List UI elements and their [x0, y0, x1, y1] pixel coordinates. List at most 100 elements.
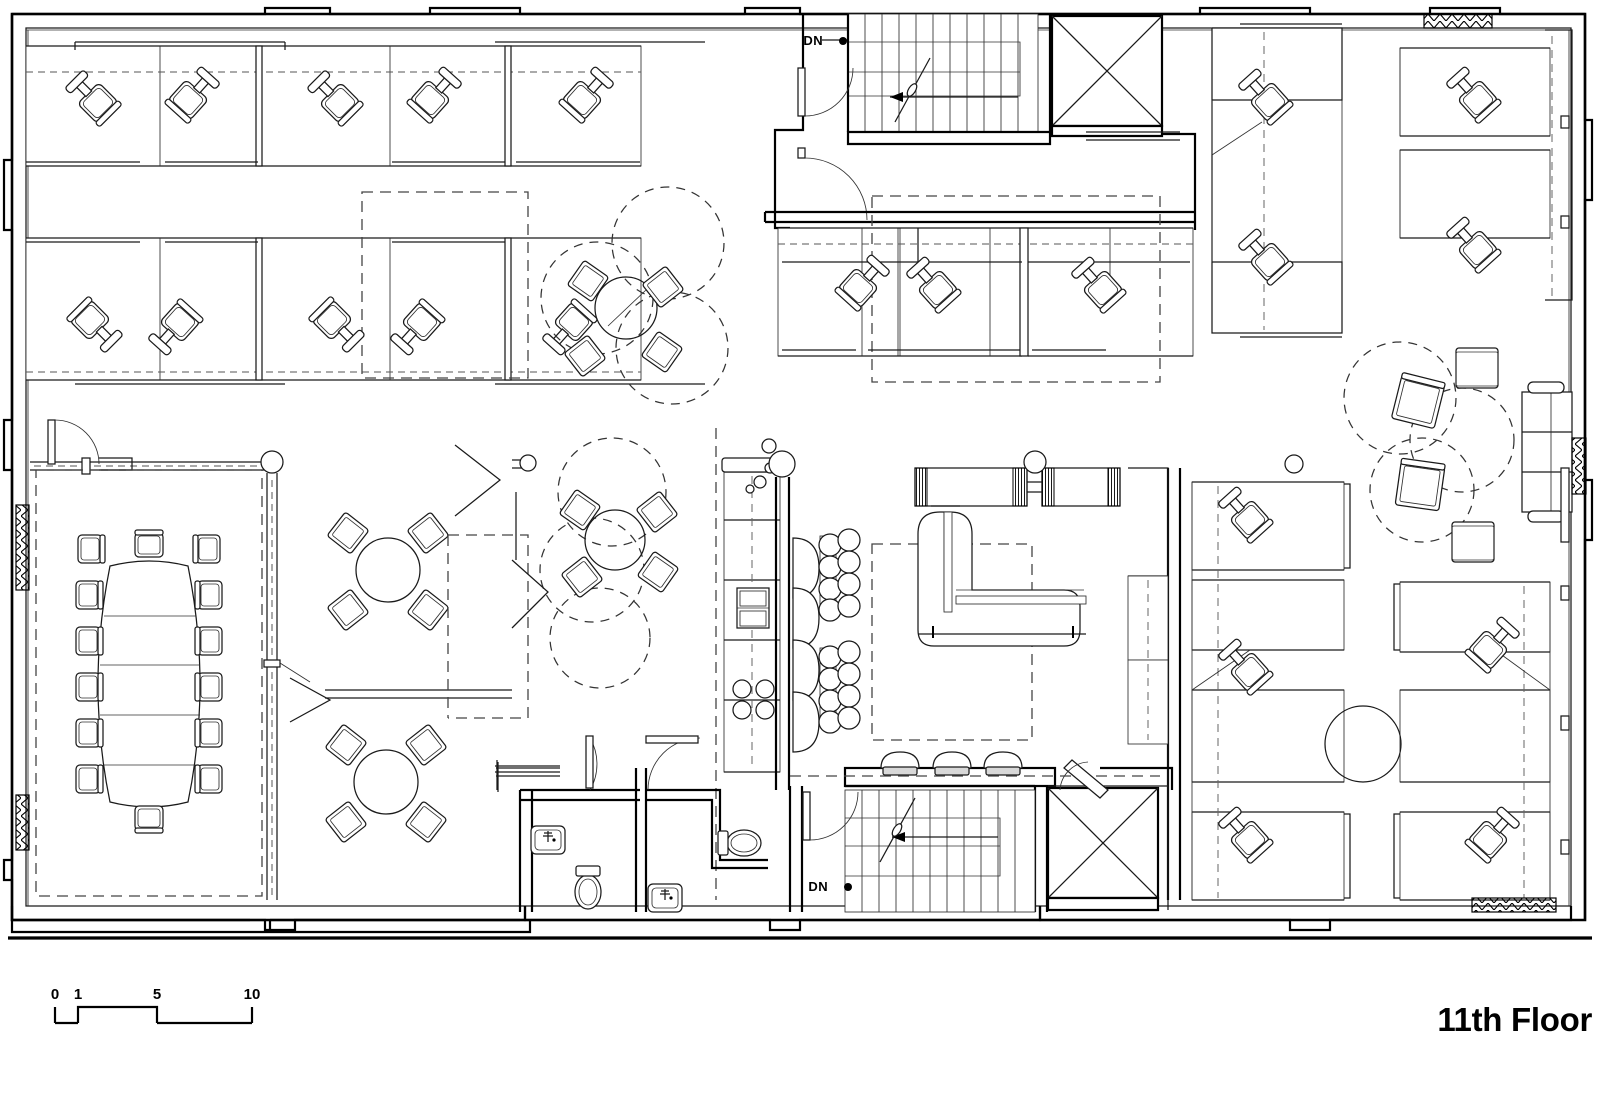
column-node [1023, 450, 1047, 474]
scale-bracket-1-5 [76, 1005, 159, 1023]
stair-south: DN [788, 751, 1160, 913]
workstation-bank-center [777, 195, 1194, 383]
boardroom-chair [75, 626, 104, 656]
workstation-bank-nw-bottom [25, 191, 705, 385]
boardroom-chair [75, 718, 104, 748]
boardroom-chair [75, 672, 104, 702]
sink-bowl [745, 484, 755, 494]
boardroom-chair [194, 580, 223, 610]
round-table [594, 276, 658, 340]
scale-label-5: 5 [153, 986, 161, 1003]
zigzag-screen [454, 444, 502, 517]
radiator [15, 504, 30, 591]
open-office-northeast [1211, 13, 1573, 338]
glass-partition-east [260, 450, 311, 900]
door-leaf [645, 735, 699, 744]
round-table [584, 509, 646, 571]
bar-stool [983, 751, 1023, 776]
column-node [768, 450, 796, 478]
round-table [355, 537, 421, 603]
stair-treads [864, 14, 1019, 132]
boardroom-chair [194, 764, 223, 794]
cafe-seating-north [540, 186, 729, 405]
door-swing [809, 791, 859, 841]
sectional-sofa [917, 505, 1087, 647]
stair-treads [861, 790, 1016, 912]
side-table [1451, 521, 1495, 563]
round-stool [818, 598, 842, 622]
boardroom-chair [75, 764, 104, 794]
round-stool [837, 528, 861, 552]
zone-outline [448, 534, 529, 719]
stair-label-dn-south: DN [808, 879, 828, 894]
radiator [1571, 437, 1587, 495]
scale-label-10: 10 [244, 986, 261, 1003]
door-swing [804, 157, 868, 221]
window-mullions-east-south [1560, 467, 1570, 855]
boardroom-table [97, 560, 201, 808]
column-node [1284, 454, 1304, 474]
breakout-center-left [289, 444, 560, 844]
ceiling-circle [557, 437, 667, 547]
toilet [574, 865, 602, 910]
boardroom-chair [77, 534, 106, 564]
elevator-cab [1046, 786, 1160, 900]
radiator [1471, 897, 1557, 913]
cafe-seating-center [539, 437, 680, 689]
radiator [15, 794, 30, 851]
ceiling-circle [1369, 437, 1475, 543]
sink [647, 883, 683, 913]
lounge-armchair [1394, 457, 1446, 512]
exterior-wall-west [2, 14, 29, 920]
exterior-wall-south [8, 906, 1592, 940]
scale-bar: 0 1 5 10 [51, 986, 261, 1025]
bar-stool [880, 751, 920, 776]
ceiling-circle [549, 587, 651, 689]
door-swing [804, 67, 854, 117]
round-stool [837, 706, 861, 730]
stair-north: DN [763, 13, 1197, 230]
ceiling-circle [1343, 341, 1457, 455]
door-swing [54, 419, 100, 465]
column-node [260, 450, 284, 474]
door-leaf [585, 735, 594, 789]
round-table [353, 749, 419, 815]
stair-label-dot [839, 37, 847, 45]
storage-cabinet [1127, 659, 1169, 745]
stair-label-dn-north: DN [803, 33, 823, 48]
open-office-southeast [1127, 467, 1570, 913]
door-leaf [47, 419, 56, 465]
boardroom [15, 419, 311, 900]
storage-cabinet [1127, 575, 1169, 661]
credenza [914, 450, 1121, 507]
restrooms [496, 735, 768, 913]
stair-run [847, 13, 1039, 133]
toilet [717, 829, 762, 857]
bar-stool [932, 751, 972, 776]
column-node [519, 454, 537, 472]
round-stool [818, 710, 842, 734]
elevator-south [1046, 785, 1169, 912]
stair-label-dot [844, 883, 852, 891]
zigzag-screen [511, 559, 549, 629]
window-mullions-east [1560, 115, 1570, 229]
open-office-northwest [25, 39, 1035, 385]
boardroom-chair [75, 580, 104, 610]
boardroom-chair [194, 626, 223, 656]
elevator-cab [1050, 14, 1164, 128]
boardroom-chair [194, 718, 223, 748]
door-leaf [797, 67, 806, 117]
stair-run [844, 789, 1036, 913]
scale-label-1: 1 [74, 986, 82, 1003]
elevator-door [1086, 131, 1180, 141]
sink-bowl [753, 475, 767, 489]
zone-outline [871, 543, 1033, 741]
workstation-bank-nw-top [25, 39, 1035, 167]
boardroom-chair [192, 534, 221, 564]
round-stool [837, 662, 861, 686]
boardroom-chair [134, 805, 164, 834]
door-leaf [797, 147, 806, 159]
round-stool [837, 594, 861, 618]
